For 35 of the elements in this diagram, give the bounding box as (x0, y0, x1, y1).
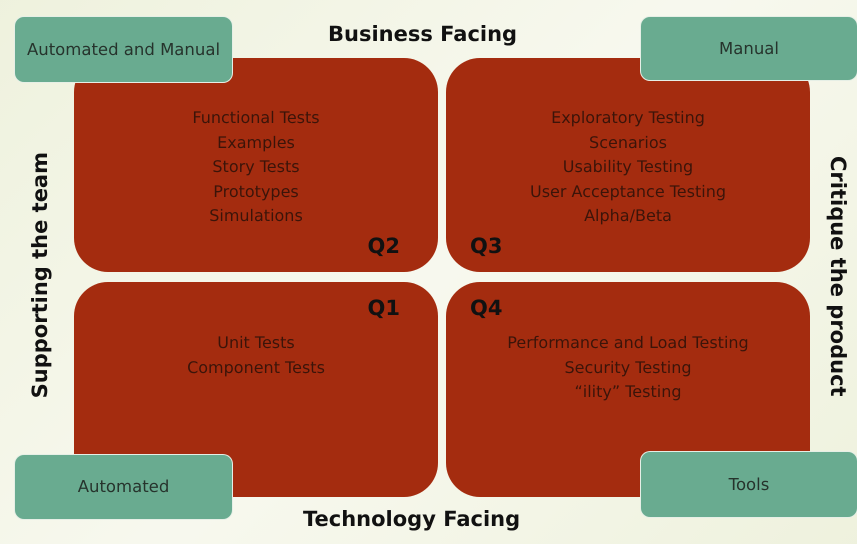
axis-label: Business Facing (328, 22, 518, 46)
quadrant-panel (446, 282, 810, 497)
tag-box (641, 452, 857, 517)
test-type-text: Alpha/Beta (584, 205, 672, 227)
tag-text: Manual (719, 38, 779, 60)
quadrant-panel (74, 282, 438, 497)
tag-box (15, 17, 232, 82)
tag-text: Automated (78, 476, 170, 498)
quadrant-panel (74, 58, 438, 272)
test-type-text: Story Tests (212, 156, 300, 178)
test-type-text: Functional Tests (192, 107, 320, 129)
tag-box (641, 17, 857, 80)
test-type-text: Scenarios (589, 132, 667, 154)
test-type-text: Security Testing (564, 356, 692, 378)
test-type-text: Exploratory Testing (551, 107, 705, 129)
quadrant-panel (446, 58, 810, 272)
tag-text: Tools (728, 474, 770, 496)
test-type-text: Unit Tests (217, 332, 295, 354)
test-type-text: Examples (217, 132, 295, 154)
test-type-text: User Acceptance Testing (530, 180, 726, 202)
test-type-text: Simulations (209, 205, 303, 227)
quadrant-label: Q2 (368, 234, 400, 258)
axis-label: Supporting the team (28, 152, 52, 398)
tag-text: Automated and Manual (26, 38, 220, 60)
test-type-text: Performance and Load Testing (507, 332, 749, 354)
quadrant-label: Q4 (470, 296, 502, 320)
tag-box (15, 455, 232, 519)
quadrant-label: Q1 (368, 296, 400, 320)
axis-label: Technology Facing (303, 507, 520, 531)
test-type-text: “ility” Testing (574, 381, 682, 403)
quadrant-label: Q3 (470, 234, 502, 258)
test-type-text: Prototypes (213, 180, 299, 202)
test-type-text: Component Tests (187, 356, 325, 378)
test-type-text: Usability Testing (562, 156, 694, 178)
axis-label: Critique the product (826, 156, 850, 397)
